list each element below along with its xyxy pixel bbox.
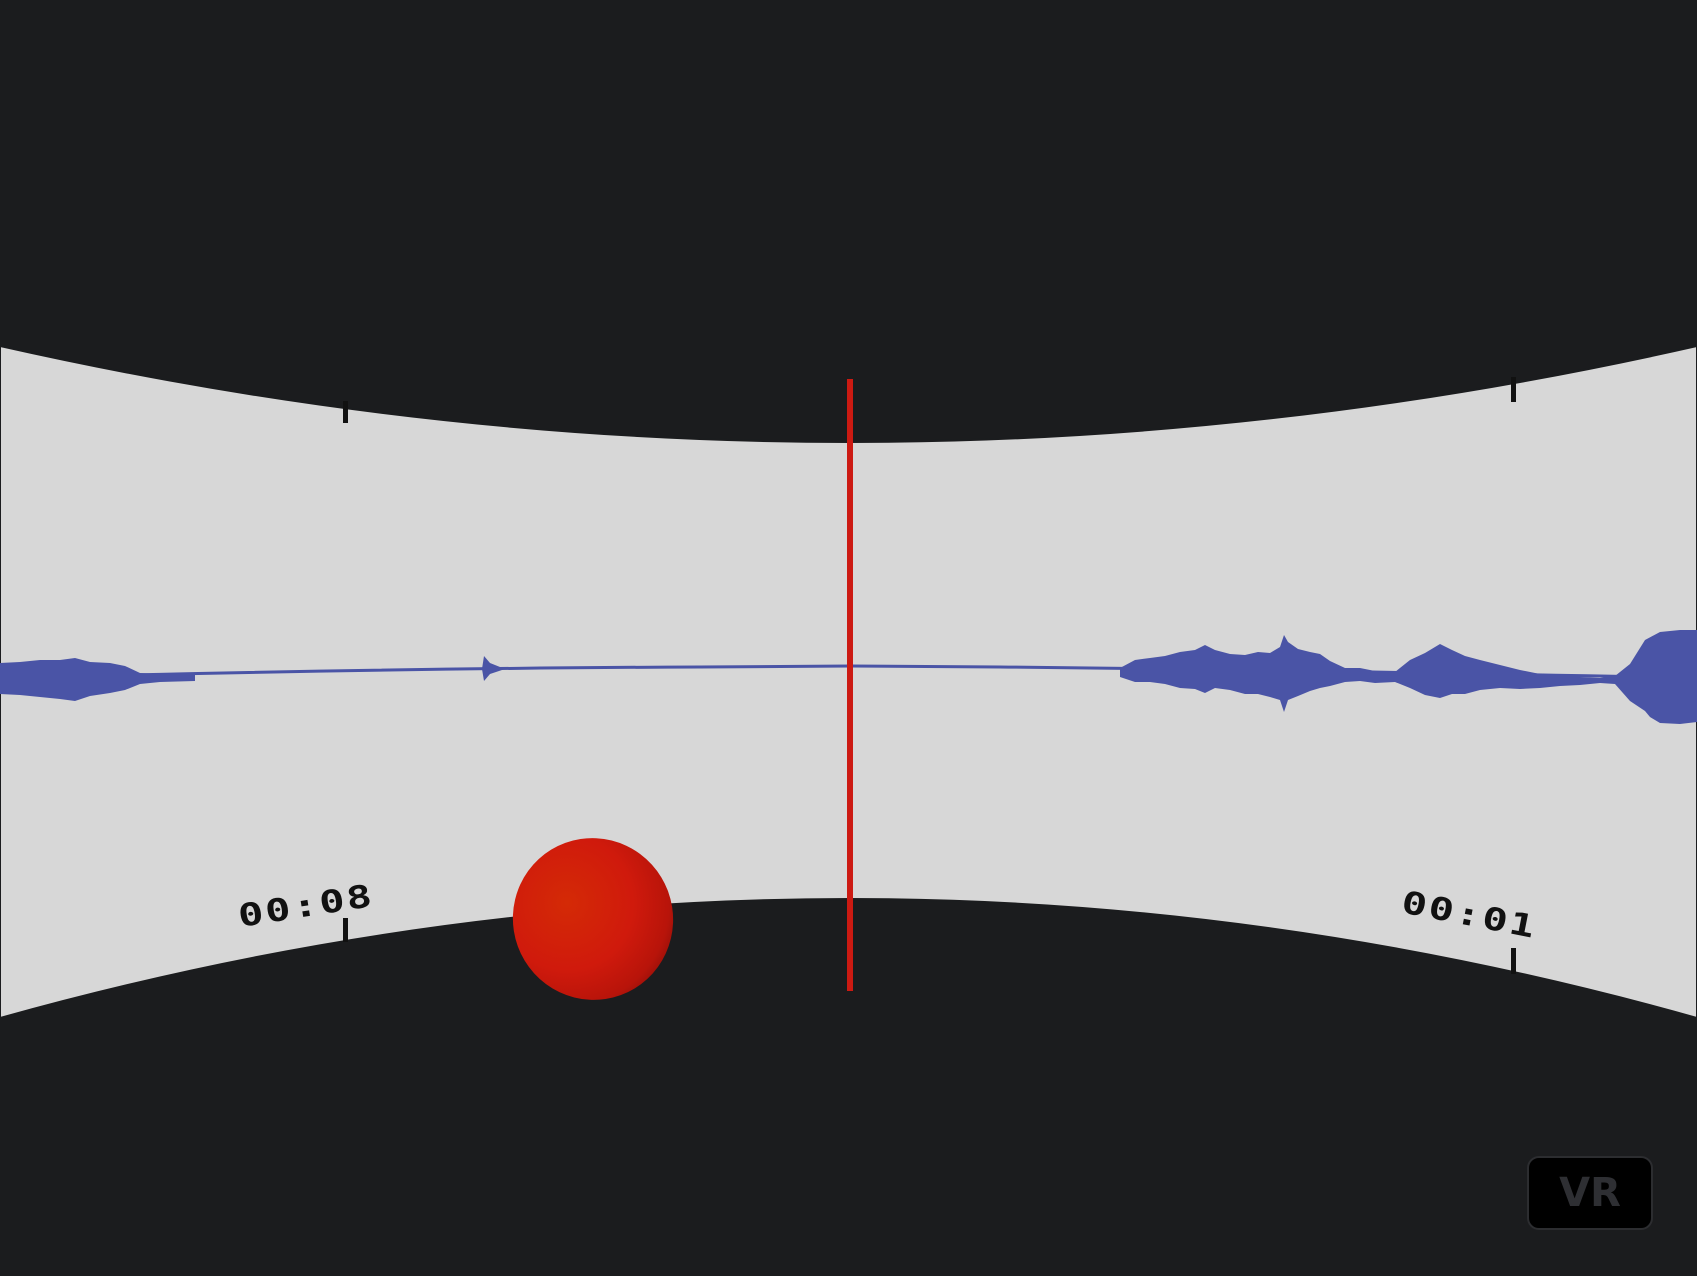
- waveform-spike: [482, 656, 505, 681]
- tick-marks: [343, 377, 1516, 974]
- vr-button[interactable]: VR: [1527, 1156, 1653, 1230]
- waveform-right-burst: [1120, 630, 1697, 724]
- tick-bottom-right: [1511, 948, 1516, 974]
- tick-bottom-left: [343, 918, 348, 942]
- playhead-line[interactable]: [847, 379, 853, 991]
- tick-top-left: [343, 401, 348, 423]
- tick-top-right: [1511, 377, 1516, 402]
- cursor-sphere[interactable]: [490, 816, 696, 1023]
- waveform-left-burst: [0, 658, 195, 701]
